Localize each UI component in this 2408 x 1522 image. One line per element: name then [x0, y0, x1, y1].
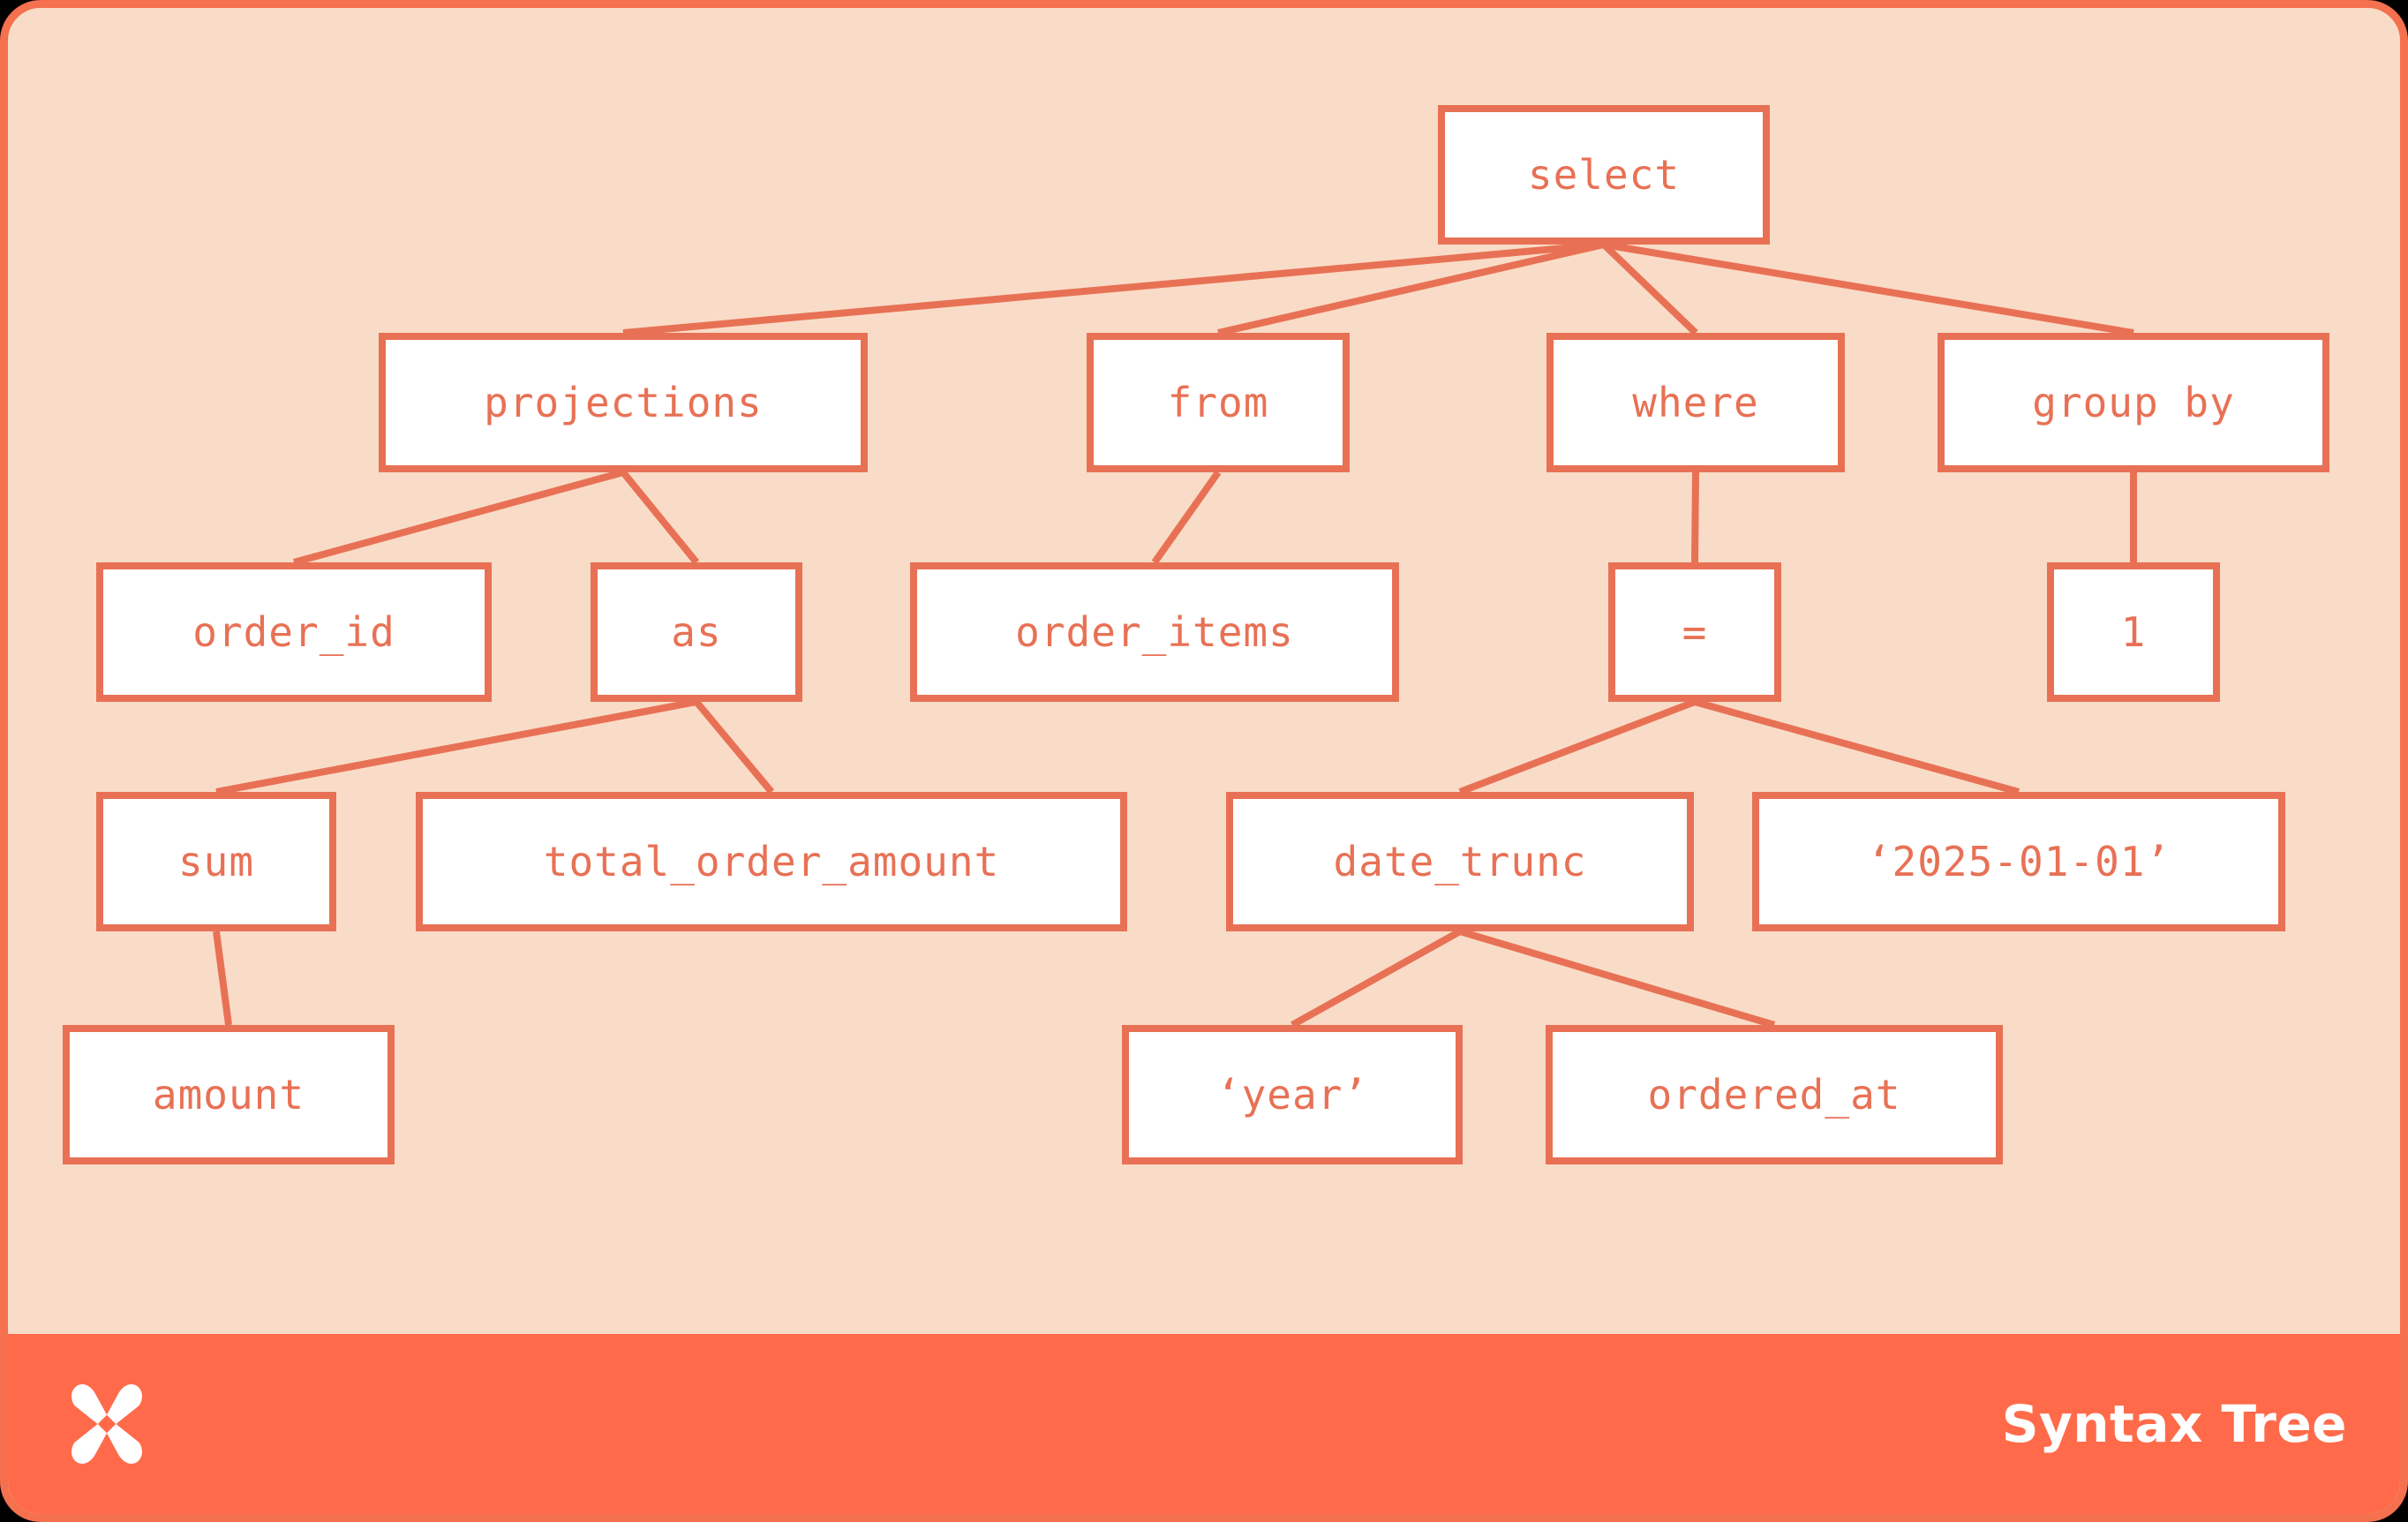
tree-node-label: total_order_amount	[543, 838, 1000, 885]
tree-edge-from-to-order_items	[1151, 470, 1222, 565]
tree-edge-select-to-from	[1217, 241, 1605, 336]
footer-bar: Syntax Tree	[8, 1334, 2400, 1514]
x-mark-logo-icon	[71, 1383, 142, 1465]
tree-node-order_id[interactable]: order_id	[96, 562, 492, 702]
tree-node-label: order_id	[192, 608, 395, 656]
tree-node-total_order_amount[interactable]: total_order_amount	[416, 792, 1127, 931]
tree-node-date_literal[interactable]: ‘2025-01-01’	[1752, 792, 2285, 931]
tree-node-eq[interactable]: =	[1608, 562, 1781, 702]
tree-node-ordered_at[interactable]: ordered_at	[1546, 1025, 2003, 1164]
tree-node-select[interactable]: select	[1438, 105, 1770, 245]
tree-node-as[interactable]: as	[591, 562, 802, 702]
tree-node-one[interactable]: 1	[2047, 562, 2220, 702]
tree-edges-layer	[213, 241, 2137, 1028]
tree-edge-as-to-total_order_amount	[693, 699, 775, 795]
footer-title: Syntax Tree	[2001, 1394, 2347, 1454]
tree-node-date_trunc[interactable]: date_trunc	[1226, 792, 1694, 931]
tree-node-label: =	[1682, 608, 1708, 656]
tree-node-label: amount	[152, 1071, 305, 1119]
tree-node-label: where	[1632, 379, 1759, 426]
tree-node-label: from	[1167, 379, 1269, 426]
tree-edge-select-to-projections	[622, 241, 1605, 336]
tree-node-label: date_trunc	[1333, 838, 1587, 885]
tree-edge-sum-to-amount	[213, 931, 232, 1026]
tree-node-year_literal[interactable]: ‘year’	[1122, 1025, 1463, 1164]
tree-node-label: group by	[2032, 379, 2235, 426]
tree-node-sum[interactable]: sum	[96, 792, 336, 931]
tree-node-from[interactable]: from	[1087, 333, 1350, 472]
tree-node-label: as	[671, 608, 722, 656]
tree-node-amount[interactable]: amount	[63, 1025, 395, 1164]
tree-edge-projections-to-order_id	[292, 469, 625, 566]
tree-node-label: projections	[484, 379, 763, 426]
edge-group	[213, 241, 2137, 1028]
tree-node-label: ordered_at	[1647, 1071, 1901, 1119]
tree-edge-eq-to-date_trunc	[1458, 698, 1697, 795]
tree-edge-date_trunc-to-year_literal	[1291, 928, 1462, 1028]
tree-edge-where-to-eq	[1691, 471, 1699, 563]
tree-node-projections[interactable]: projections	[379, 333, 868, 472]
tree-edge-select-to-group_by	[1603, 241, 2134, 336]
tree-edge-select-to-where	[1601, 242, 1698, 335]
tree-node-label: ‘year’	[1215, 1071, 1369, 1119]
tree-node-label: ‘2025-01-01’	[1866, 838, 2171, 885]
tree-node-label: select	[1527, 151, 1681, 199]
tree-node-group_by[interactable]: group by	[1938, 333, 2329, 472]
tree-node-label: 1	[2120, 608, 2147, 656]
tree-edge-as-to-sum	[215, 698, 697, 795]
tree-node-label: order_items	[1015, 608, 1294, 656]
tree-edge-projections-to-as	[620, 470, 700, 565]
tree-node-order_items[interactable]: order_items	[910, 562, 1399, 702]
tree-node-label: sum	[177, 838, 255, 885]
tree-node-where[interactable]: where	[1546, 333, 1845, 472]
tree-edge-eq-to-date_literal	[1693, 698, 2020, 795]
tree-edge-date_trunc-to-ordered_at	[1458, 928, 1776, 1028]
